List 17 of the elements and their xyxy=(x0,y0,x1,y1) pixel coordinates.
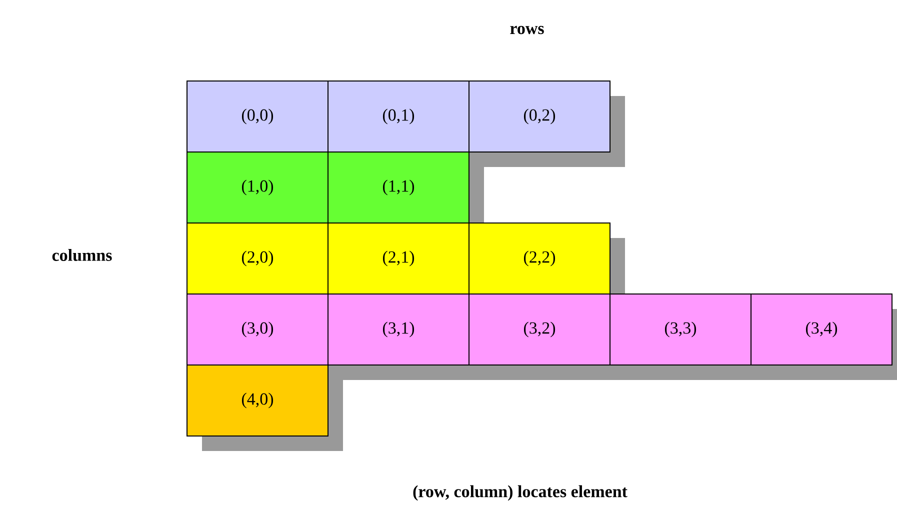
axis-label: columns xyxy=(52,249,112,261)
grid-cell: (3,4) xyxy=(750,294,892,366)
grid-cell: (1,1) xyxy=(328,152,470,224)
grid-cell: (0,2) xyxy=(468,80,610,152)
grid-cell: (0,1) xyxy=(328,80,470,152)
grid-cell: (2,2) xyxy=(468,222,610,294)
grid-cell: (3,0) xyxy=(186,294,328,366)
grid-cell: (2,0) xyxy=(186,222,328,294)
grid-cell: (3,2) xyxy=(468,294,610,366)
caption: (row, column) locates element xyxy=(413,485,628,501)
grid-cell: (4,0) xyxy=(186,364,328,436)
grid-cell: (1,0) xyxy=(186,152,328,224)
grid-cell: (2,1) xyxy=(328,222,470,294)
axis-label: rows xyxy=(510,26,544,34)
grid-cell: (3,1) xyxy=(328,294,470,366)
grid-cell: (3,3) xyxy=(610,294,752,366)
grid-cell: (0,0) xyxy=(186,80,328,152)
